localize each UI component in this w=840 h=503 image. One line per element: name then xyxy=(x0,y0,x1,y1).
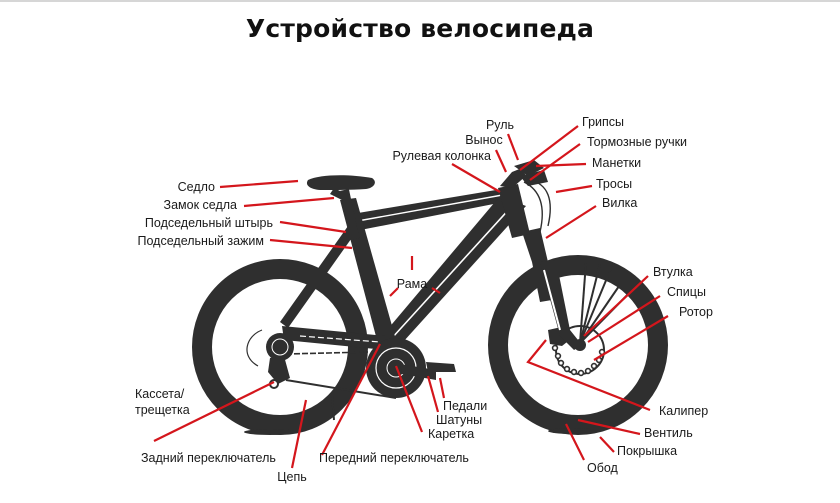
leader-cables xyxy=(555,184,593,194)
label-tire: Покрышка xyxy=(617,444,677,458)
label-stem: Вынос xyxy=(465,133,502,147)
leader-headset xyxy=(451,163,501,193)
label-hub: Втулка xyxy=(653,265,693,279)
leader-caliper xyxy=(526,339,651,412)
leader-fork xyxy=(545,205,597,239)
label-frame: Рама xyxy=(397,277,427,291)
rotor-holes xyxy=(551,344,606,377)
label-front-derailleur: Передний переключатель xyxy=(319,451,469,465)
label-handlebar: Руль xyxy=(486,118,514,132)
label-seatpost: Подседельный штырь xyxy=(145,216,273,230)
leader-stem xyxy=(494,149,508,173)
leader-frame-right xyxy=(431,287,441,294)
leader-grips xyxy=(519,125,579,171)
leader-shifters xyxy=(535,162,587,168)
label-pedals: Педали xyxy=(443,399,487,413)
leader-chain xyxy=(290,399,308,469)
part-labels: Седло Замок седла Подседельный штырь Под… xyxy=(135,115,713,484)
fork xyxy=(522,228,582,350)
label-headset: Рулевая колонка xyxy=(392,149,491,163)
leader-lines xyxy=(153,125,669,469)
cockpit xyxy=(500,160,551,233)
label-bottom-bracket: Каретка xyxy=(428,427,474,441)
label-grips: Грипсы xyxy=(582,115,624,129)
leader-tire xyxy=(599,436,615,453)
bicycle-illustration xyxy=(192,160,668,435)
label-brake-levers: Тормозные ручки xyxy=(587,135,687,149)
label-cassette-line2: трещетка xyxy=(135,403,190,417)
leader-spokes xyxy=(587,295,661,343)
label-fork: Вилка xyxy=(602,196,637,210)
label-seat-clamp-lock: Замок седла xyxy=(164,198,238,212)
label-caliper: Калипер xyxy=(659,404,708,418)
page-title: Устройство велосипеда xyxy=(245,14,595,43)
leader-front-derailleur xyxy=(321,343,381,456)
label-cranks: Шатуны xyxy=(436,413,482,427)
leader-seatpost xyxy=(279,220,347,234)
label-rotor: Ротор xyxy=(679,305,713,319)
label-spokes: Спицы xyxy=(667,285,706,299)
label-rear-derailleur: Задний переключатель xyxy=(141,451,276,465)
leader-bottom-bracket xyxy=(394,365,424,433)
top-border xyxy=(0,0,840,2)
leader-seatpost-clamp xyxy=(269,238,353,250)
leader-rotor xyxy=(593,315,669,361)
leader-brake-levers xyxy=(529,143,581,181)
leader-cranks xyxy=(426,375,440,413)
leader-saddle xyxy=(219,179,299,189)
leader-valve xyxy=(577,418,641,436)
label-seatpost-clamp: Подседельный зажим xyxy=(138,234,264,248)
label-cables: Тросы xyxy=(596,177,632,191)
leader-hub xyxy=(583,275,649,337)
leader-handlebar xyxy=(506,133,520,161)
label-saddle: Седло xyxy=(178,180,215,194)
seatpost-and-saddle xyxy=(306,175,375,245)
label-shifters: Манетки xyxy=(592,156,641,170)
leader-seat-clamp-lock xyxy=(243,196,335,208)
label-chain: Цепь xyxy=(277,470,306,484)
leader-pedals xyxy=(438,377,446,399)
label-valve: Вентиль xyxy=(644,426,693,440)
leader-frame-left xyxy=(389,287,399,297)
label-rim: Обод xyxy=(587,461,619,475)
leader-rim xyxy=(565,423,585,461)
label-cassette-line1: Кассета/ xyxy=(135,387,185,401)
leader-rear-derailleur xyxy=(153,381,275,442)
